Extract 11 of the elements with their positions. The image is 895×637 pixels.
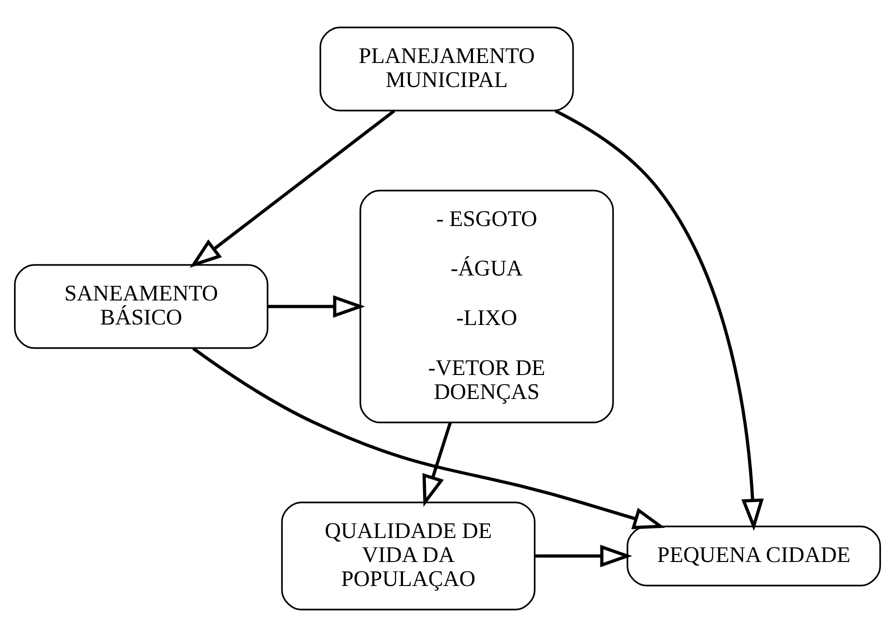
node-box: - ESGOTO -ÁGUA -LIXO -VETOR DE DOENÇAS <box>360 190 614 424</box>
arrow <box>422 422 452 507</box>
arrow <box>535 544 632 568</box>
node-box: PLANEJAMENTO MUNICIPAL <box>320 26 574 112</box>
arrow <box>554 109 764 531</box>
node-box: PEQUENA CIDADE <box>626 526 881 586</box>
arrow <box>268 295 366 318</box>
arrow <box>190 110 396 268</box>
arrow <box>192 347 666 530</box>
node-box: QUALIDADE DE VIDA DA POPULAÇAO <box>281 502 536 610</box>
node-box: SANEAMENTO BÁSICO <box>14 264 268 349</box>
